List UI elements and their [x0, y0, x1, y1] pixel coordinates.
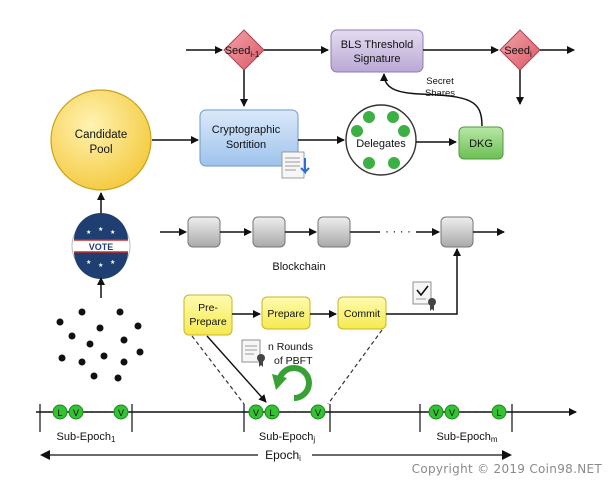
epoch-label: Epochi [265, 448, 301, 463]
svg-text:★: ★ [86, 229, 91, 236]
svg-text:★: ★ [110, 229, 115, 236]
certificate-icon [412, 281, 436, 311]
delegates-label: Delegates [356, 138, 406, 150]
sub-epoch-m-ellipsis: · · · [467, 406, 484, 418]
sub-epoch-j-label: Sub-Epochj [259, 431, 315, 444]
dashed-line-right [327, 329, 383, 405]
delegate-dot [363, 157, 375, 169]
secret-shares-label-2: Shares [425, 88, 455, 99]
delegate-dot [387, 111, 399, 123]
sortition-box [199, 109, 299, 167]
vote-label: VOTE [89, 242, 114, 252]
commit-box [337, 296, 387, 330]
pre-prepare-label-2: Prepare [189, 316, 227, 328]
delegate-dot [351, 125, 363, 137]
leader-marker [264, 404, 280, 420]
bls-label-2: Signature [353, 53, 400, 65]
validator-marker [68, 404, 84, 420]
candidate-pool-circle [50, 89, 152, 191]
sub-epoch-1-ellipsis: · · · [90, 406, 107, 418]
delegate-dot [363, 111, 375, 123]
pbft-rounds-label-1: n Rounds [268, 341, 313, 353]
block-1 [187, 216, 221, 248]
secret-shares-label-1: Secret [426, 76, 454, 87]
refresh-loop-icon [272, 365, 312, 401]
leader-label: L [496, 408, 501, 418]
candidate-pool-label-1: Candidate [75, 129, 127, 141]
vote-badge-icon: ★ ★ ★ ★ ★ ★ [71, 213, 131, 279]
block-3 [317, 216, 351, 248]
voters-dot-cluster [56, 308, 144, 382]
delegate-dot [398, 125, 410, 137]
bls-label-1: BLS Threshold [341, 39, 414, 51]
copyright-footer: Copyright © 2019 Coin98.NET [411, 462, 602, 476]
epoch-span-right-arrow [502, 450, 512, 460]
leader-label: L [57, 408, 62, 418]
validator-marker [428, 404, 444, 420]
sortition-label-2: Sortition [226, 139, 266, 151]
block-2 [252, 216, 286, 248]
sub-epoch-m-label: Sub-Epochm [436, 431, 497, 444]
svg-text:★: ★ [110, 259, 115, 266]
prepare-label: Prepare [267, 308, 305, 320]
dkg-label: DKG [469, 138, 493, 150]
svg-text:★: ★ [98, 226, 103, 233]
bls-signature-box [330, 29, 424, 73]
dkg-box [458, 126, 504, 160]
prepare-box [261, 296, 311, 330]
validator-label: V [73, 408, 79, 418]
sub-epoch-1-label: Sub-Epoch1 [57, 431, 116, 444]
pbft-rounds-label-2: of PBFT [274, 355, 313, 367]
leader-marker [491, 404, 507, 420]
validator-marker [310, 404, 326, 420]
seed-next-label: Seedi [504, 45, 532, 59]
validator-label: V [315, 408, 321, 418]
arrow-commit-to-block [386, 248, 461, 315]
arrow-dkg-to-bls [380, 73, 483, 127]
block-last [440, 216, 474, 248]
delegates-circle [345, 104, 417, 176]
validator-label: V [253, 408, 259, 418]
validator-label: V [449, 408, 455, 418]
validator-marker [113, 404, 129, 420]
commit-label: Commit [344, 308, 380, 320]
validator-label: V [433, 408, 439, 418]
validator-label: V [118, 408, 124, 418]
svg-text:★: ★ [86, 259, 91, 266]
candidate-pool-label-2: Pool [89, 144, 112, 156]
epoch-label-bg [258, 446, 312, 462]
leader-label: L [269, 408, 274, 418]
epoch-span-left-arrow [40, 450, 50, 460]
svg-text:★: ★ [98, 262, 103, 269]
dashed-line-left [191, 335, 245, 405]
leader-marker [52, 404, 68, 420]
sub-epoch-j-ellipsis: · · · [286, 406, 303, 418]
validator-marker [248, 404, 264, 420]
document-seal-icon [241, 339, 265, 367]
document-download-icon [281, 151, 310, 179]
seed-prev-label: Seedi-1 [225, 45, 260, 59]
delegate-dot [388, 157, 400, 169]
sortition-label-1: Cryptographic [212, 124, 281, 136]
chain-ellipsis: · · · · [385, 224, 411, 238]
pre-prepare-label-1: Pre- [198, 302, 218, 314]
blockchain-label: Blockchain [272, 261, 325, 273]
pre-prepare-box [183, 294, 233, 336]
validator-marker [444, 404, 460, 420]
arrow-leader-to-preprepare [206, 335, 267, 403]
